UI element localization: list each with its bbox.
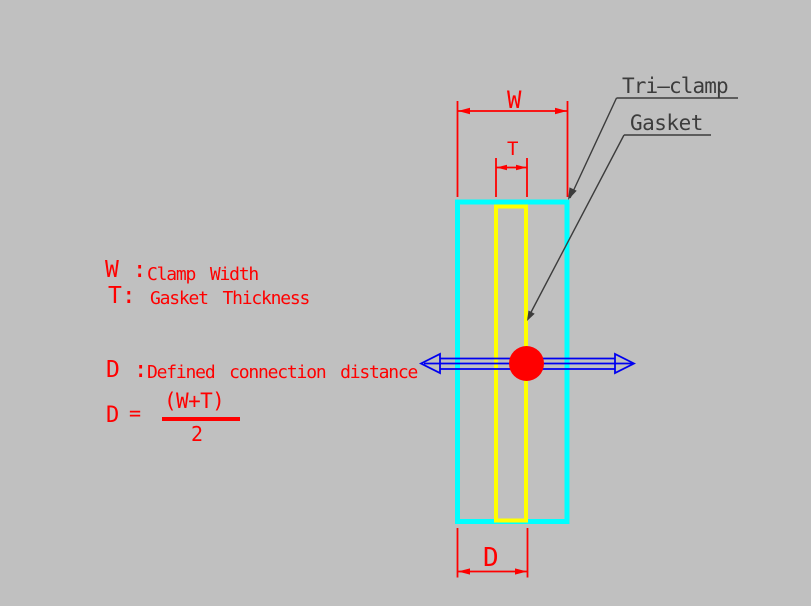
- w-arrow-right-icon: [555, 107, 567, 115]
- t-dimension: T: [495, 138, 528, 197]
- tri-clamp-label: Tri–clamp: [622, 74, 728, 98]
- d-dimension-label: D: [483, 543, 499, 573]
- legend-t-desc: Gasket Thickness: [150, 288, 310, 309]
- legend: W : Clamp Width T: Gasket Thickness D : …: [105, 257, 419, 383]
- legend-d-term: D :: [106, 357, 148, 383]
- d-arrow-right-icon: [515, 568, 527, 575]
- tri-clamp-leader-line: [569, 97, 618, 199]
- d-arrow-left-icon: [458, 568, 470, 575]
- w-arrow-left-icon: [458, 107, 470, 115]
- formula-equals: =: [129, 401, 141, 425]
- t-arrow-right-icon: [516, 164, 527, 171]
- d-dimension: D: [456, 528, 529, 578]
- connection-symbol: [418, 346, 637, 381]
- formula-numerator: (W+T): [164, 389, 224, 413]
- legend-d-desc: Defined connection distance: [147, 362, 418, 383]
- gasket-callout: Gasket: [527, 111, 711, 321]
- t-dimension-label: T: [507, 138, 518, 160]
- formula-denominator: 2: [191, 422, 203, 446]
- tri-clamp-callout: Tri–clamp: [568, 74, 738, 200]
- legend-w-term: W :: [105, 257, 147, 283]
- gasket-leader-line: [527, 134, 625, 319]
- w-dimension-label: W: [507, 86, 522, 114]
- tri-clamp-leader-arrow-icon: [568, 187, 577, 200]
- connection-arrow-left-icon: [418, 352, 441, 375]
- t-arrow-left-icon: [496, 164, 507, 171]
- formula: D = (W+T) 2: [106, 389, 240, 446]
- gasket-label: Gasket: [630, 111, 703, 135]
- w-dimension: W: [456, 86, 569, 197]
- legend-w-desc: Clamp Width: [147, 264, 258, 285]
- connection-point-marker: [509, 346, 544, 381]
- connection-arrow-right-icon: [614, 352, 637, 375]
- formula-lhs: D: [106, 403, 119, 428]
- gasket-leader-arrow-icon: [527, 310, 535, 321]
- legend-t-term: T:: [108, 283, 136, 309]
- formula-fraction-bar: [162, 417, 240, 421]
